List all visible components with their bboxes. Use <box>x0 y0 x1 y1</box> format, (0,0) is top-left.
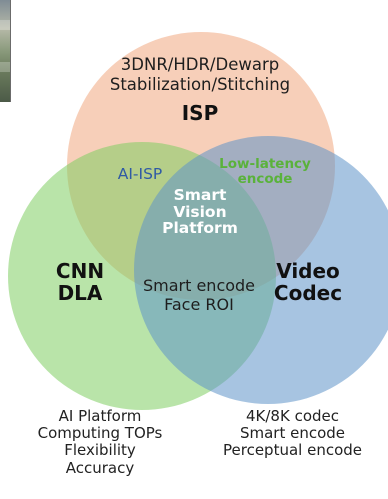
smart-encode-line: Smart encode <box>142 276 256 295</box>
cnn-title-line: CNN <box>55 259 105 283</box>
center-line: Platform <box>162 219 238 238</box>
smart-encode-label: Smart encode Face ROI <box>124 277 274 314</box>
caption-line: AI Platform <box>58 407 142 425</box>
cnn-title-line: DLA <box>57 280 103 305</box>
cnn-dla-title: CNN DLA <box>35 259 125 305</box>
center-line: Smart <box>173 186 227 204</box>
video-codec-circle <box>134 136 388 404</box>
caption-line: Smart encode <box>239 424 346 443</box>
video-title-line: Codec <box>273 280 343 305</box>
smart-vision-platform-label: Smart Vision Platform <box>150 187 250 237</box>
caption-line: 4K/8K codec <box>245 407 339 425</box>
caption-line: Computing TOPs <box>37 424 163 443</box>
low-latency-line: Low-latency <box>219 156 311 172</box>
isp-feature-line: 3DNR/HDR/Dewarp <box>120 55 280 74</box>
smart-encode-line: Face ROI <box>164 295 234 315</box>
caption-line: Accuracy <box>65 458 135 477</box>
low-latency-line: encode <box>237 170 293 187</box>
ai-isp-label: AI-ISP <box>117 165 163 183</box>
video-codec-caption: 4K/8K codec Smart encode Perceptual enco… <box>205 408 380 460</box>
low-latency-encode-label: Low-latency encode <box>210 157 320 186</box>
video-codec-title: Video Codec <box>258 259 358 305</box>
caption-line: Flexibility <box>64 441 136 460</box>
caption-line: Perceptual encode <box>223 441 362 460</box>
cnn-dla-caption: AI Platform Computing TOPs Flexibility A… <box>25 408 175 477</box>
isp-title: ISP <box>181 101 219 125</box>
isp-description: 3DNR/HDR/Dewarp Stabilization/Stitching <box>95 56 305 94</box>
isp-feature-line: Stabilization/Stitching <box>109 74 291 94</box>
video-title-line: Video <box>276 259 340 283</box>
center-line: Vision <box>173 202 227 221</box>
cropped-photo-thumbnail <box>0 0 11 102</box>
